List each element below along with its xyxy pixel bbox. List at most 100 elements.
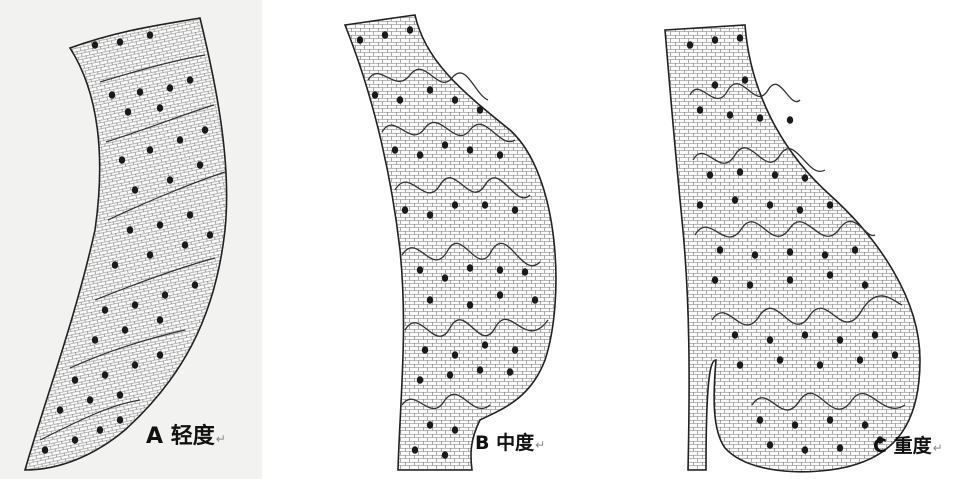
nucleus-dot	[532, 296, 538, 304]
nucleus-dot	[412, 446, 418, 454]
nucleus-dot	[167, 84, 173, 92]
nucleus-dot	[182, 241, 188, 249]
organ-moderate	[345, 15, 556, 470]
nucleus-dot	[162, 291, 168, 299]
nucleus-dot	[72, 376, 78, 384]
nucleus-dot	[112, 261, 118, 269]
nucleus-dot	[72, 436, 78, 444]
nucleus-dot	[732, 331, 738, 339]
nucleus-dot	[452, 351, 458, 359]
nucleus-dot	[512, 346, 518, 354]
nucleus-dot	[852, 246, 858, 254]
nucleus-dot	[742, 76, 748, 84]
nucleus-dot	[757, 114, 763, 122]
nucleus-dot	[827, 201, 833, 209]
nucleus-dot	[512, 206, 518, 214]
nucleus-dot	[452, 96, 458, 104]
nucleus-dot	[737, 361, 743, 369]
nucleus-dot	[717, 246, 723, 254]
nucleus-dot	[687, 41, 693, 49]
nucleus-dot	[787, 116, 793, 124]
nucleus-dot	[137, 88, 143, 96]
nucleus-dot	[862, 281, 868, 289]
nucleus-dot	[427, 421, 433, 429]
nucleus-dot	[109, 91, 115, 99]
nucleus-dot	[752, 251, 758, 259]
nucleus-dot	[467, 146, 473, 154]
nucleus-dot	[467, 301, 473, 309]
nucleus-dot	[382, 31, 388, 39]
nucleus-dot	[442, 274, 448, 282]
nucleus-dot	[132, 361, 138, 369]
nucleus-dot	[147, 251, 153, 259]
nucleus-dot	[117, 416, 123, 424]
nucleus-dot	[122, 326, 128, 334]
nucleus-dot	[482, 201, 488, 209]
caption-label: 重度	[894, 435, 932, 457]
nucleus-dot	[477, 366, 483, 374]
nucleus-dot	[772, 171, 778, 179]
nucleus-dot	[792, 421, 798, 429]
nucleus-dot	[197, 161, 203, 169]
nucleus-dot	[817, 361, 823, 369]
nucleus-dot	[192, 281, 198, 289]
organ-severe	[665, 25, 920, 472]
nucleus-dot	[497, 266, 503, 274]
nucleus-dot	[522, 268, 528, 276]
caption-letter: A	[146, 424, 163, 449]
nucleus-dot	[157, 351, 163, 359]
nucleus-dot	[207, 231, 213, 239]
nucleus-dot	[117, 391, 123, 399]
nucleus-dot	[42, 446, 48, 454]
nucleus-dot	[857, 356, 863, 364]
nucleus-dot	[452, 201, 458, 209]
nucleus-dot	[157, 221, 163, 229]
nucleus-dot	[119, 156, 125, 164]
nucleus-dot	[827, 416, 833, 424]
nucleus-dot	[732, 196, 738, 204]
nucleus-dot	[97, 426, 103, 434]
nucleus-dot	[442, 451, 448, 459]
nucleus-dot	[202, 126, 208, 134]
nucleus-dot	[397, 96, 403, 104]
nucleus-dot	[787, 248, 793, 256]
caption-label: 中度	[496, 432, 534, 454]
nucleus-dot	[482, 341, 488, 349]
nucleus-dot	[102, 371, 108, 379]
nucleus-dot	[892, 351, 898, 359]
nucleus-dot	[132, 301, 138, 309]
nucleus-dot	[87, 396, 93, 404]
nucleus-dot	[862, 421, 868, 429]
nucleus-dot	[507, 368, 513, 376]
nucleus-dot	[787, 276, 793, 284]
caption-severe: C 重度↵	[873, 431, 943, 458]
nucleus-dot	[57, 406, 63, 414]
nucleus-dot	[442, 141, 448, 149]
nucleus-dot	[147, 31, 153, 39]
nucleus-dot	[477, 106, 483, 114]
nucleus-dot	[157, 104, 163, 112]
nucleus-dot	[417, 151, 423, 159]
nucleus-dot	[125, 108, 131, 116]
nucleus-dot	[712, 276, 718, 284]
nucleus-dot	[147, 146, 153, 154]
nucleus-dot	[452, 426, 458, 434]
nucleus-dot	[117, 38, 123, 46]
return-mark: ↵	[933, 441, 943, 455]
nucleus-dot	[177, 136, 183, 144]
nucleus-dot	[92, 336, 98, 344]
nucleus-dot	[697, 201, 703, 209]
nucleus-dot	[697, 106, 703, 114]
nucleus-dot	[727, 111, 733, 119]
nucleus-dot	[157, 316, 163, 324]
nucleus-dot	[707, 171, 713, 179]
nucleus-dot	[357, 36, 363, 44]
nucleus-dot	[372, 91, 378, 99]
return-mark: ↵	[216, 432, 226, 446]
nucleus-dot	[427, 296, 433, 304]
nucleus-dot	[417, 376, 423, 384]
nucleus-dot	[102, 306, 108, 314]
nucleus-dot	[427, 86, 433, 94]
caption-mild: A 轻度↵	[146, 418, 226, 450]
